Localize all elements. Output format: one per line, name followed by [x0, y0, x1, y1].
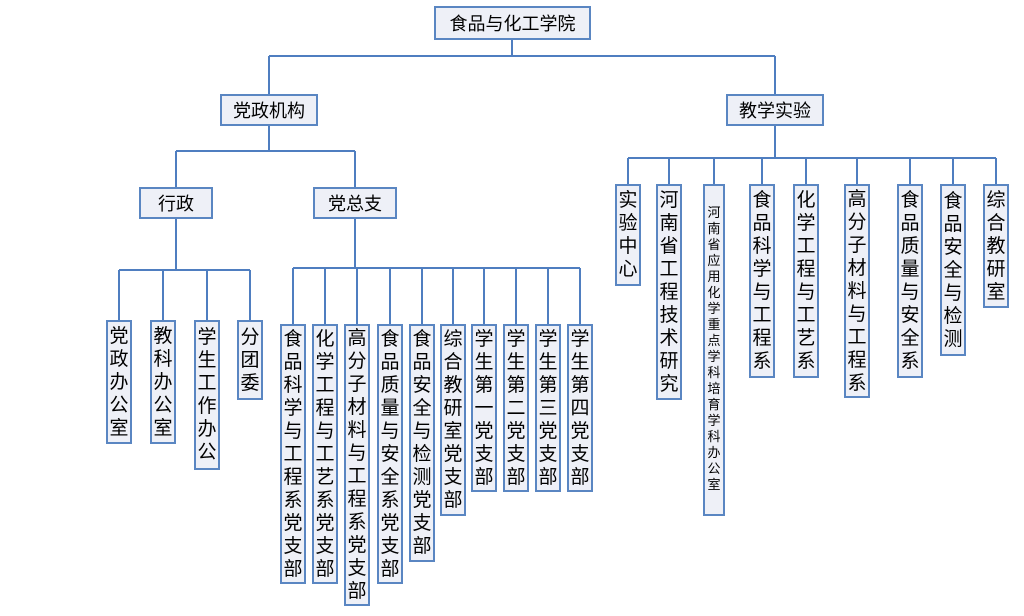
node-branch-student-2: 学生第二党支部 — [503, 324, 529, 492]
node-student-affairs-office: 学生工作办公 — [194, 320, 220, 470]
node-teaching-experiment: 教学实验 — [726, 94, 824, 126]
node-administration: 行政 — [139, 187, 213, 219]
node-dept-food-quality: 食品质量与安全系 — [897, 184, 923, 378]
node-party-office: 党政办公室 — [106, 320, 132, 444]
node-branch-student-1: 学生第一党支部 — [471, 324, 497, 492]
node-branch-student-4: 学生第四党支部 — [567, 324, 593, 492]
node-comprehensive-office: 综合教研室 — [983, 184, 1009, 308]
node-food-safety-testing: 食品安全与检测 — [940, 184, 966, 356]
node-dept-chemical-engineering: 化学工程与工艺系 — [793, 184, 819, 378]
node-root: 食品与化工学院 — [434, 6, 591, 40]
node-branch-student-3: 学生第三党支部 — [535, 324, 561, 492]
node-education-office: 教科办公室 — [150, 320, 176, 444]
node-branch-food-science: 食品科学与工程系党支部 — [280, 324, 306, 584]
node-youth-league: 分团委 — [237, 320, 263, 400]
node-dept-food-science: 食品科学与工程系 — [749, 184, 775, 378]
node-branch-food-quality: 食品质量与安全系党支部 — [377, 324, 403, 584]
node-branch-food-safety: 食品安全与检测党支部 — [409, 324, 435, 562]
node-branch-chemical-engineering: 化学工程与工艺系党支部 — [312, 324, 338, 584]
node-key-discipline-office: 河南省应用化学重点学科培育学科办公室 — [703, 184, 725, 516]
node-party-branch: 党总支 — [313, 187, 397, 219]
node-lab-center: 实验中心 — [615, 184, 641, 286]
node-branch-polymer: 高分子材料与工程系党支部 — [344, 324, 370, 606]
node-dept-polymer: 高分子材料与工程系 — [844, 184, 870, 398]
node-branch-comprehensive: 综合教研室党支部 — [440, 324, 466, 516]
node-party-government: 党政机构 — [220, 94, 318, 126]
node-henan-engineering-research: 河南省工程技术研究 — [656, 184, 682, 400]
